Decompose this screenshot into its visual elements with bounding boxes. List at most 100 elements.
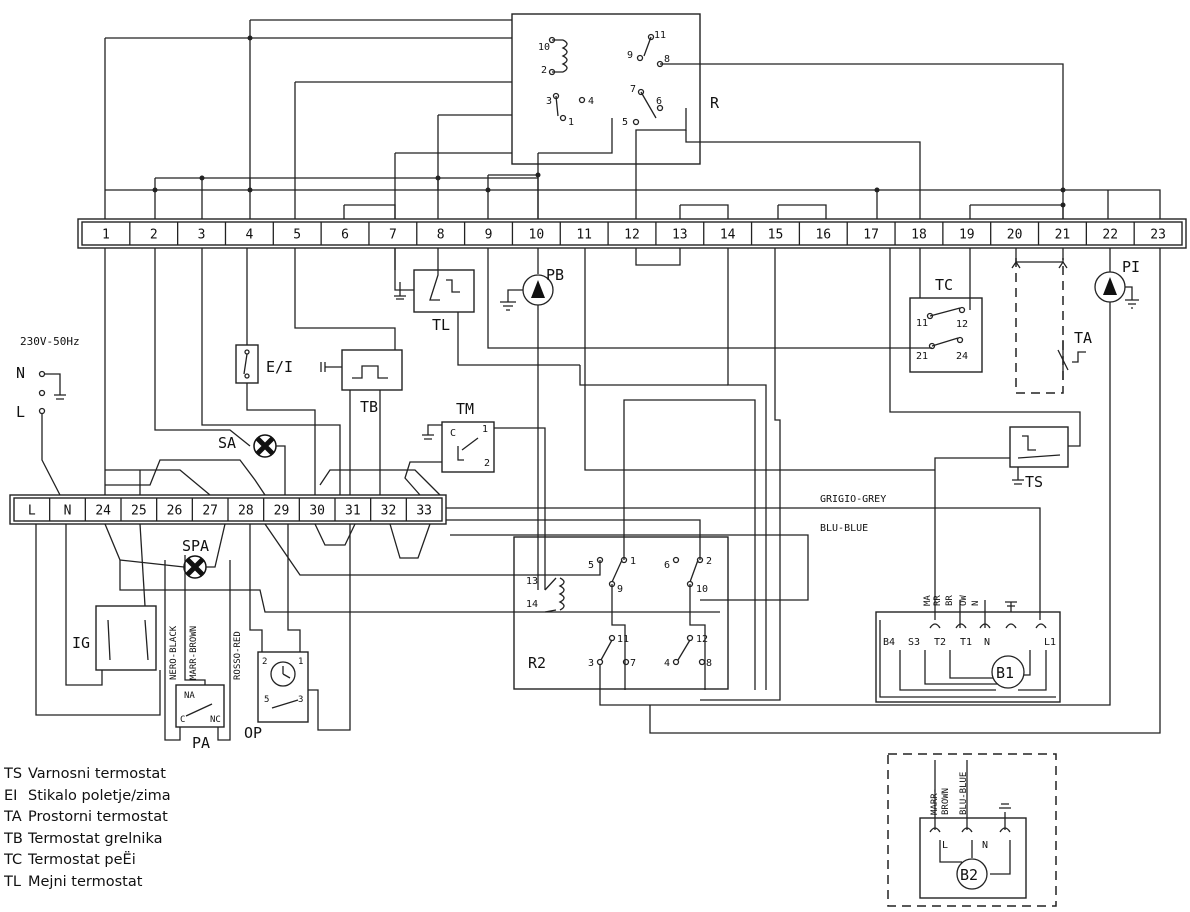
terminal-10: 10 bbox=[529, 228, 545, 243]
b2-terminal-n: N bbox=[982, 840, 988, 851]
terminal-2: 2 bbox=[150, 228, 158, 243]
legend-text: Prostorni termostat bbox=[28, 809, 168, 825]
terminal-1: 1 bbox=[102, 228, 110, 243]
op-label: OP bbox=[244, 724, 262, 742]
r2-pin-7: 7 bbox=[630, 658, 636, 669]
legend-code: TS bbox=[4, 766, 23, 782]
terminal-l: L bbox=[28, 504, 36, 519]
tm-label: TM bbox=[456, 400, 474, 418]
b2-wire-brown-2: BROWN bbox=[941, 788, 951, 815]
terminal-12: 12 bbox=[624, 228, 640, 243]
relay-r-pin-7: 7 bbox=[630, 84, 636, 95]
legend-text: Mejni termostat bbox=[28, 873, 143, 890]
b1-terminal-s3: S3 bbox=[908, 637, 920, 648]
terminal-18: 18 bbox=[911, 228, 927, 243]
lamp-spa: SPA bbox=[104, 523, 720, 613]
r2-label: R2 bbox=[528, 654, 546, 672]
ts-label: TS bbox=[1025, 473, 1043, 491]
b1-wire-ma: MA bbox=[923, 595, 933, 606]
b1-wire-ow: OW bbox=[959, 595, 969, 606]
b2-terminal-l: L bbox=[942, 840, 948, 851]
b1-terminal-n: N bbox=[984, 637, 990, 648]
legend-text: Termostat peËi bbox=[28, 852, 136, 868]
legend-row-tc: TC Termostat peËi bbox=[4, 850, 264, 872]
terminal-6: 6 bbox=[341, 228, 349, 243]
relay-r-pin-2: 2 bbox=[541, 65, 547, 76]
terminal-13: 13 bbox=[672, 228, 688, 243]
relay-r-pin-11: 11 bbox=[654, 30, 666, 41]
terminal-29: 29 bbox=[274, 504, 290, 519]
room-thermostat-ta: TA bbox=[1011, 248, 1092, 394]
sa-label: SA bbox=[218, 434, 236, 452]
pa-pin-nc: NC bbox=[210, 715, 221, 725]
relay-r-pin-4: 4 bbox=[588, 96, 594, 107]
r2-pin-11: 11 bbox=[617, 634, 629, 645]
terminal-7: 7 bbox=[389, 228, 397, 243]
legend-code: TC bbox=[4, 852, 23, 868]
r2-pin-13: 13 bbox=[526, 576, 538, 587]
terminal-15: 15 bbox=[768, 228, 784, 243]
r2-pin-12: 12 bbox=[696, 634, 708, 645]
op-pin-2: 2 bbox=[262, 657, 267, 667]
b2-wire-blue: BLU-BLUE bbox=[959, 772, 969, 815]
relay-r-pin-9: 9 bbox=[627, 50, 633, 61]
r2-pin-5: 5 bbox=[588, 560, 594, 571]
b1-terminal-b4: B4 bbox=[883, 637, 895, 648]
tm-pin-c: C bbox=[450, 428, 456, 439]
relay-r-pin-8: 8 bbox=[664, 54, 670, 65]
wire-grey-label: GRIGIO-GREY bbox=[820, 494, 886, 505]
thermostat-tl: TL bbox=[394, 248, 580, 366]
terminal-32: 32 bbox=[381, 504, 397, 519]
terminal-4: 4 bbox=[245, 228, 253, 243]
tm-pin-1: 1 bbox=[482, 424, 488, 435]
power-n-label: N bbox=[16, 364, 25, 382]
relay-r-pin-3: 3 bbox=[546, 96, 552, 107]
legend-code: TB bbox=[4, 830, 23, 847]
link-12-13 bbox=[635, 248, 681, 266]
switch-ei: E/I bbox=[235, 248, 316, 495]
r2-pin-3: 3 bbox=[588, 658, 594, 669]
power-label: 230V-50Hz bbox=[20, 335, 80, 348]
terminal-8: 8 bbox=[437, 228, 445, 243]
terminal-5: 5 bbox=[293, 228, 301, 243]
op-pin-1: 1 bbox=[298, 657, 303, 667]
legend-code: TL bbox=[4, 873, 21, 890]
wire-brown-label: MARR-BROWN bbox=[189, 626, 199, 680]
b2-label: B2 bbox=[960, 866, 978, 884]
r2-pin-4: 4 bbox=[664, 658, 670, 669]
terminal-23: 23 bbox=[1150, 228, 1166, 243]
thermostat-tc: TC 11 12 21 24 bbox=[487, 248, 983, 471]
legend-text: Termostat grelnika bbox=[28, 830, 163, 847]
legend-code: EI bbox=[4, 787, 18, 804]
legend-row-tb: TB Termostat grelnika bbox=[4, 829, 264, 851]
terminal-16: 16 bbox=[815, 228, 831, 243]
terminal-9: 9 bbox=[485, 228, 493, 243]
pa-label: PA bbox=[192, 734, 210, 752]
b1-wire-br: BR bbox=[945, 595, 955, 606]
terminal-33: 33 bbox=[416, 504, 432, 519]
ta-label: TA bbox=[1074, 329, 1092, 347]
bottom-strip-wiring: GRIGIO-GREY BLU-BLUE bbox=[104, 248, 1041, 620]
r2-pin-10: 10 bbox=[696, 584, 708, 595]
relay-r2: 13 14 5 1 9 6 2 10 11 3 7 12 4 8 R2 bbox=[513, 248, 781, 701]
terminal-14: 14 bbox=[720, 228, 736, 243]
terminal-11: 11 bbox=[576, 228, 592, 243]
terminal-25: 25 bbox=[131, 504, 147, 519]
b1-wire-rr: RR bbox=[933, 595, 943, 606]
b1-terminal-l1: L1 bbox=[1044, 637, 1056, 648]
fan-b2: B2 L N MARR- BROWN BLU-BLUE bbox=[887, 753, 1057, 907]
pressure-switch-pa: NA C NC PA NERO-BLACK MARR-BROWN ROSSO-R… bbox=[164, 555, 243, 752]
tc-pin-11: 11 bbox=[916, 318, 928, 329]
terminal-19: 19 bbox=[959, 228, 975, 243]
relay-r-pin-5: 5 bbox=[622, 117, 628, 128]
relay-r-pin-6: 6 bbox=[656, 96, 662, 107]
tc-pin-24: 24 bbox=[956, 351, 968, 362]
r2-pin-14: 14 bbox=[526, 599, 538, 610]
